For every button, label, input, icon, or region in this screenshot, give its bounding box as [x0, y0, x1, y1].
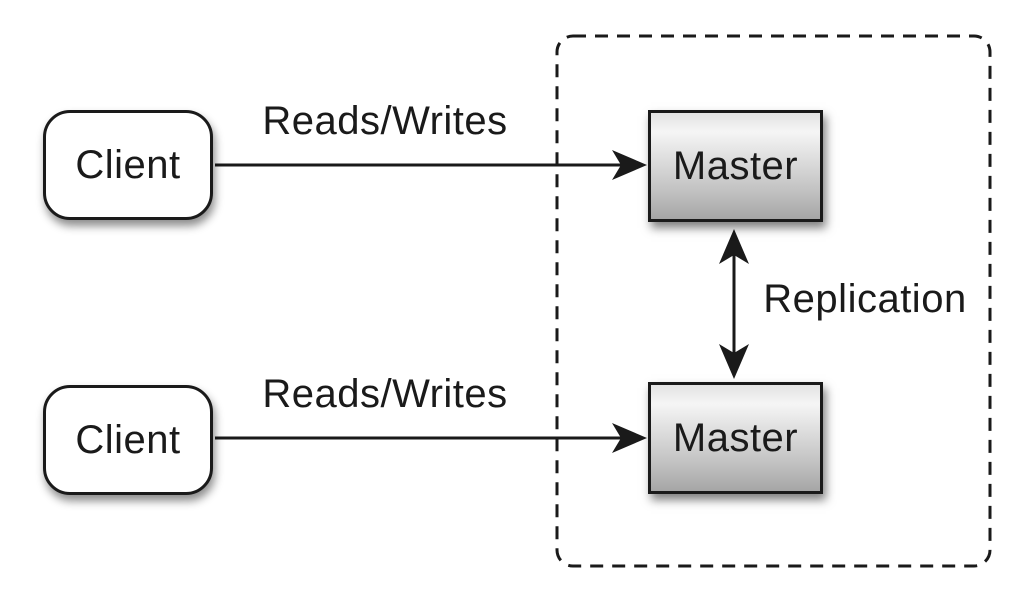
node-master-1: Master: [648, 110, 823, 222]
edge-replication-arrowhead-up-icon: [719, 229, 749, 264]
edge-replication-arrowhead-down-icon: [719, 344, 749, 379]
node-client-1-label: Client: [75, 143, 181, 187]
edge-client2-master2-arrowhead-icon: [612, 423, 647, 453]
edge-label-reads-writes-top: Reads/Writes: [262, 99, 508, 143]
node-client-1: Client: [43, 110, 213, 220]
node-master-2-label: Master: [672, 416, 799, 460]
edge-label-replication: Replication: [763, 277, 967, 321]
node-client-2-label: Client: [75, 418, 181, 462]
edge-client1-master1-arrowhead-icon: [612, 150, 647, 180]
node-client-2: Client: [43, 385, 213, 495]
node-master-2: Master: [648, 382, 823, 494]
edge-label-reads-writes-bottom: Reads/Writes: [262, 372, 508, 416]
replication-cluster-dashed-border: [555, 34, 992, 568]
node-master-1-label: Master: [672, 144, 799, 188]
